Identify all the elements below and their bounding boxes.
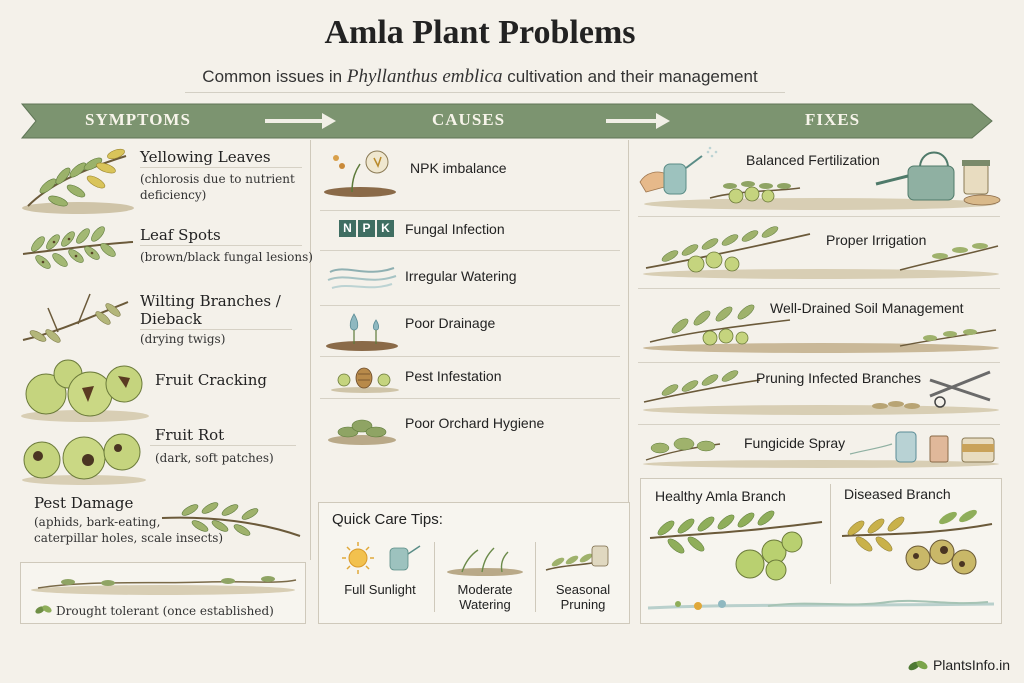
fix-pruning-infected-branches: Pruning Infected Branches xyxy=(756,370,921,386)
cause-irregular-watering: Irregular Watering xyxy=(405,268,517,284)
pruning-infected-branches-illustration xyxy=(643,370,999,415)
fruit-cracking-illustration xyxy=(21,359,149,422)
symptom-yellowing-leaves: Yellowing Leaves xyxy=(140,148,271,166)
banner-causes: CAUSES xyxy=(432,110,506,129)
divider xyxy=(638,288,1000,289)
divider xyxy=(140,329,292,330)
fungicide-spray-illustration xyxy=(643,431,999,468)
tip-full-sunlight: Full Sunlight xyxy=(344,582,416,597)
arrow-icon xyxy=(265,113,336,129)
wilting-branches-illustration xyxy=(22,293,129,343)
divider xyxy=(638,362,1000,363)
fruit-rot-illustration xyxy=(22,433,146,485)
comparison-divider xyxy=(830,484,831,584)
diseased-branch-illustration xyxy=(841,509,993,575)
symptom-wilting-branches: Wilting Branches / xyxy=(140,292,281,310)
fix-balanced-fertilization: Balanced Fertilization xyxy=(746,152,880,168)
divider xyxy=(320,356,620,357)
column-divider xyxy=(628,140,629,620)
fix-well-drained-soil: Well-Drained Soil Management xyxy=(770,300,964,316)
quick-care-tips-heading: Quick Care Tips: xyxy=(332,511,443,528)
npk-badge: N P K xyxy=(339,220,394,237)
subtitle-rule xyxy=(185,92,785,93)
drought-note: Drought tolerant (once established) xyxy=(56,604,274,618)
divider xyxy=(150,445,296,446)
cause-pest-infestation: Pest Infestation xyxy=(405,368,502,384)
divider xyxy=(638,216,1000,217)
proper-irrigation-illustration xyxy=(643,226,999,279)
brand-name: PlantsInfo.in xyxy=(932,657,1010,673)
column-divider xyxy=(310,140,311,560)
divider xyxy=(140,245,302,246)
symptom-fruit-cracking: Fruit Cracking xyxy=(155,371,267,389)
irregular-watering-icon xyxy=(327,267,397,289)
sun-icon xyxy=(342,542,421,574)
fix-proper-irrigation: Proper Irrigation xyxy=(826,232,927,248)
tips-divider xyxy=(535,542,536,612)
cause-npk-imbalance: NPK imbalance xyxy=(410,160,507,176)
divider xyxy=(320,250,620,251)
seasonal-pruning-icon xyxy=(545,545,609,571)
brand-logo: PlantsInfo.in xyxy=(907,657,1010,673)
quick-care-tips-box xyxy=(318,502,630,624)
yellowing-leaves-illustration xyxy=(22,148,134,214)
fix-fungicide-spray: Fungicide Spray xyxy=(744,435,846,451)
divider xyxy=(320,210,620,211)
symptom-pest-damage: Pest Damage xyxy=(34,494,134,512)
symptom-leaf-spots: Leaf Spots xyxy=(140,226,221,244)
moderate-watering-icon xyxy=(447,547,523,576)
healthy-branch-label: Healthy Amla Branch xyxy=(655,488,786,504)
divider xyxy=(140,167,302,168)
divider xyxy=(320,305,620,306)
symptom-fruit-rot: Fruit Rot xyxy=(155,426,225,444)
pest-damage-illustration xyxy=(161,502,301,537)
divider xyxy=(320,398,620,399)
pest-infestation-icon xyxy=(331,367,399,393)
healthy-branch-illustration xyxy=(649,510,823,581)
pruning-shears-icon xyxy=(929,370,991,408)
poor-drainage-icon xyxy=(326,313,398,351)
section-banner xyxy=(20,103,993,139)
cause-fungal-infection: Fungal Infection xyxy=(405,221,505,237)
well-drained-soil-illustration xyxy=(643,304,999,353)
tips-divider xyxy=(434,542,435,612)
ground-strip-illustration xyxy=(647,599,995,610)
leaf-icon xyxy=(35,605,52,614)
diseased-branch-label: Diseased Branch xyxy=(844,486,951,502)
npk-imbalance-icon xyxy=(324,150,396,197)
species-name: Phyllanthus emblica xyxy=(346,66,503,87)
page-subtitle: Common issues in Phyllanthus emblica cul… xyxy=(202,66,758,87)
page-title: Amla Plant Problems xyxy=(324,14,636,51)
balanced-fertilization-illustration xyxy=(639,146,1001,210)
leaf-spots-illustration xyxy=(22,226,134,269)
arrow-icon xyxy=(606,113,670,129)
drought-illustration xyxy=(31,576,297,595)
banner-fixes: FIXES xyxy=(805,110,861,129)
divider xyxy=(638,424,1000,425)
banner-symptoms: SYMPTOMS xyxy=(85,110,191,129)
cause-poor-drainage: Poor Drainage xyxy=(405,315,496,331)
leaf-icon xyxy=(908,660,928,671)
cause-poor-orchard-hygiene: Poor Orchard Hygiene xyxy=(405,415,545,431)
poor-orchard-hygiene-icon xyxy=(328,419,396,445)
